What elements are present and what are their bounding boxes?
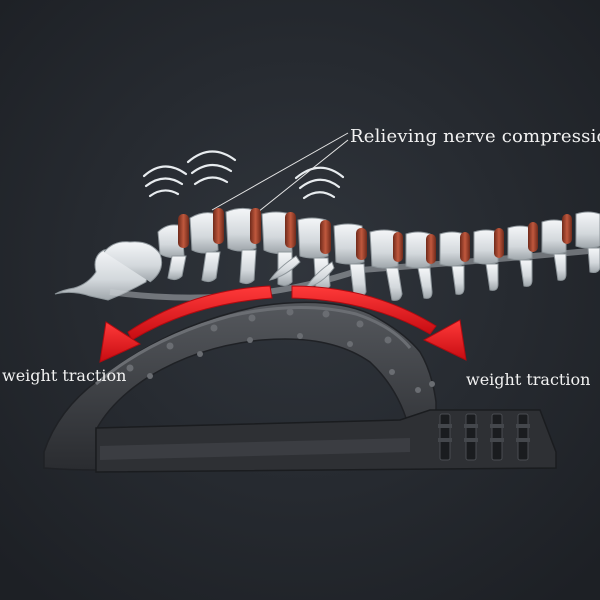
weight-traction-right-label: weight traction xyxy=(466,370,591,389)
weight-traction-left-label: weight traction xyxy=(2,366,127,385)
vibration-waves-icon xyxy=(142,150,345,200)
back-stretcher-device xyxy=(43,301,557,473)
spine-illustration xyxy=(54,207,600,301)
vertebrae xyxy=(157,207,600,269)
traction-arrow-icon xyxy=(99,285,273,363)
traction-arrow-icon xyxy=(291,285,467,361)
callout-lines xyxy=(211,132,349,213)
callout-label: Relieving nerve compression xyxy=(350,126,600,147)
